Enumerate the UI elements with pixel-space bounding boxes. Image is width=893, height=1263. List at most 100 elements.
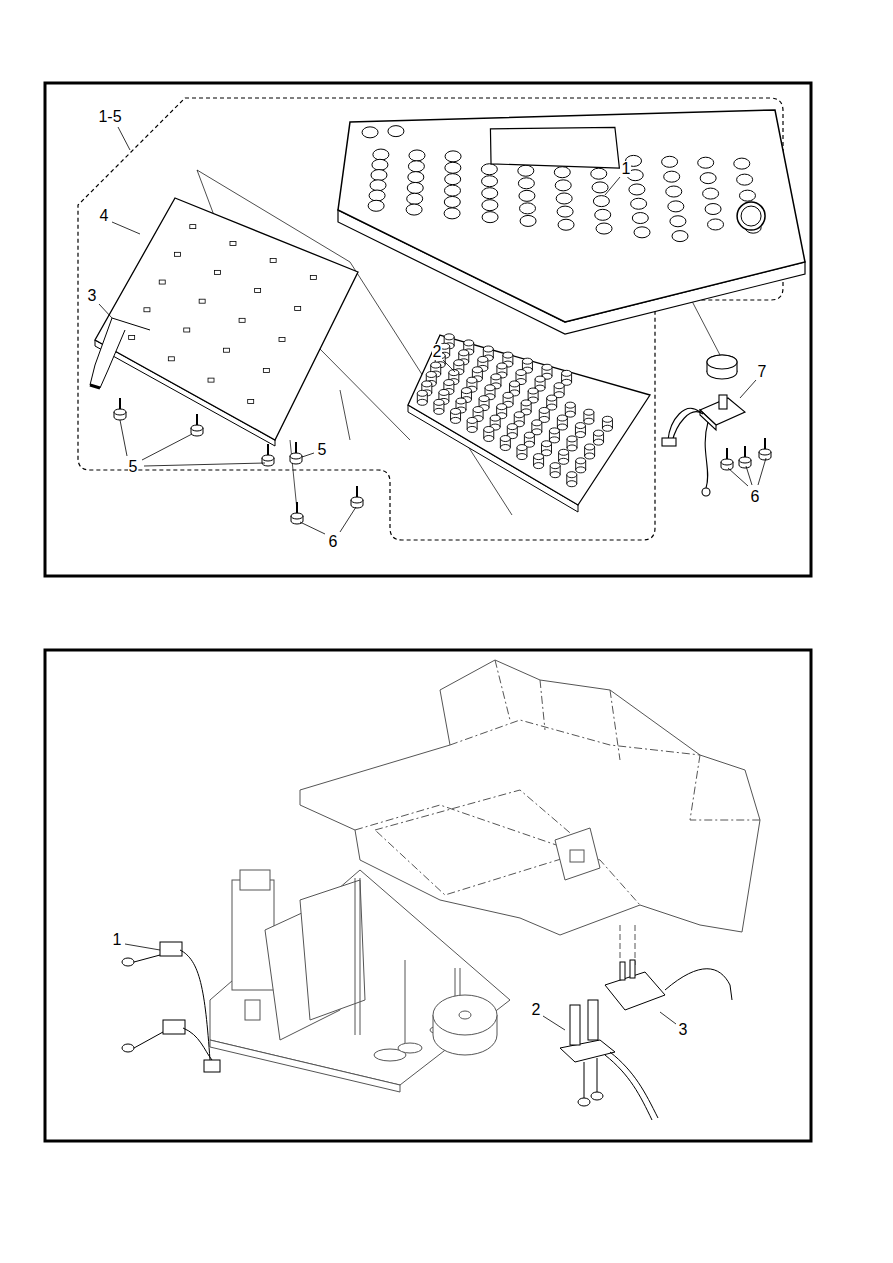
membrane-sheet — [90, 198, 358, 446]
key-hole — [482, 212, 498, 223]
rubber-key — [565, 402, 575, 417]
key-hole — [556, 193, 572, 204]
key-hole — [444, 196, 460, 207]
key-hole — [558, 219, 574, 230]
sheet-hole — [248, 399, 254, 403]
key-hole — [388, 126, 404, 137]
callout-number: 3 — [87, 288, 98, 304]
sheet-hole — [255, 288, 261, 292]
callout-number: 5 — [317, 442, 328, 458]
display-window — [490, 127, 619, 168]
key-hole — [369, 190, 385, 201]
key-hole — [662, 156, 678, 167]
sheet-hole — [175, 252, 181, 256]
rubber-key — [602, 416, 612, 431]
key-hole — [481, 164, 497, 175]
sensor-parts — [122, 942, 732, 1120]
panel-frame — [45, 83, 811, 576]
rubber-key — [484, 426, 494, 441]
screw — [739, 446, 751, 468]
key-hole — [445, 162, 461, 173]
key-hole — [406, 204, 422, 215]
rubber-key — [550, 463, 560, 478]
key-hole — [362, 127, 378, 138]
key-hole — [445, 174, 461, 185]
key-hole — [632, 213, 648, 224]
keyboard-cover — [338, 110, 805, 334]
key-hole — [664, 171, 680, 182]
rubber-keypad — [408, 335, 650, 512]
screw — [291, 502, 303, 524]
callout-number: 3 — [678, 1022, 689, 1038]
callout-number: 4 — [99, 208, 110, 224]
key-hole — [591, 168, 607, 179]
screws — [114, 398, 771, 524]
sheet-hole — [224, 348, 230, 352]
large-key-hole — [737, 202, 765, 230]
sheet-hole — [239, 318, 245, 322]
key-hole — [408, 161, 424, 172]
key-hole — [370, 180, 386, 191]
key-hole — [668, 201, 684, 212]
key-grid — [362, 126, 765, 242]
rubber-key — [542, 441, 552, 456]
key-hole — [666, 186, 682, 197]
leader-lines — [99, 127, 766, 1030]
key-hole — [482, 200, 498, 211]
print-mechanism — [210, 870, 510, 1092]
encoder-board — [662, 355, 745, 496]
key-hole — [554, 167, 570, 178]
large-key-hole — [741, 206, 761, 226]
screw — [114, 398, 126, 420]
key-hole — [482, 188, 498, 199]
key-hole — [670, 216, 686, 227]
key-hole — [373, 149, 389, 160]
key-hole — [482, 176, 498, 187]
callout-number: 1-5 — [97, 109, 122, 125]
rubber-key — [417, 390, 427, 405]
key-hole — [596, 223, 612, 234]
rubber-key — [575, 423, 585, 438]
rubber-key — [467, 417, 477, 432]
key-hole — [444, 185, 460, 196]
key-hole — [407, 182, 423, 193]
callout-number: 7 — [757, 364, 768, 380]
rubber-key — [500, 436, 510, 451]
key-hole — [555, 180, 571, 191]
sheet-hole — [295, 306, 301, 310]
sheet-holes — [129, 225, 317, 404]
key-hole — [703, 188, 719, 199]
sheet-hole — [270, 259, 276, 263]
key-hole — [593, 196, 609, 207]
key-hole — [739, 190, 755, 201]
sheet-hole — [279, 337, 285, 341]
screw — [351, 486, 363, 508]
callout-number: 2 — [531, 1002, 542, 1018]
key-hole — [672, 231, 688, 242]
sheet-hole — [144, 308, 150, 312]
key-hole — [408, 172, 424, 183]
sheet-hole — [129, 335, 135, 339]
key-hole — [631, 198, 647, 209]
callout-number: 2 — [432, 344, 443, 360]
rubber-key — [567, 472, 577, 487]
rubber-key — [434, 399, 444, 414]
sheet-hole — [190, 225, 196, 229]
key-hole — [445, 151, 461, 162]
key-hole — [698, 157, 714, 168]
rubber-key — [567, 436, 577, 451]
key-hole — [519, 190, 535, 201]
callout-number: 6 — [328, 534, 339, 550]
callout-number: 6 — [750, 489, 761, 505]
sheet-hole — [184, 328, 190, 332]
key-hole — [407, 193, 423, 204]
screw — [191, 414, 203, 436]
sheet-hole — [208, 378, 214, 382]
key-grid — [417, 334, 612, 487]
key-hole — [444, 208, 460, 219]
rubber-key — [549, 428, 559, 443]
key-hole — [518, 165, 534, 176]
sheet-hole — [199, 299, 205, 303]
